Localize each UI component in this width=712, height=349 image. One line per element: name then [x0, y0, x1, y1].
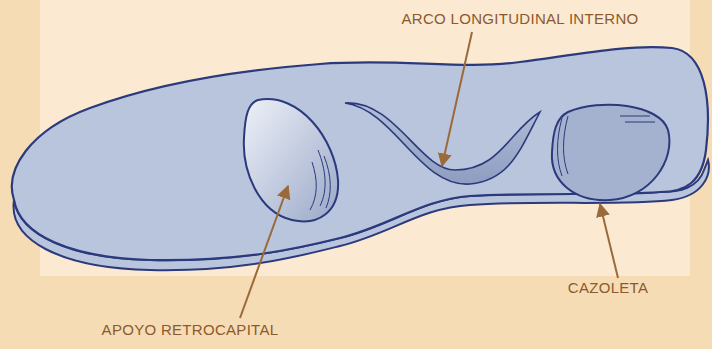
- part-label: APOYO RETROCAPITAL: [102, 322, 279, 339]
- heel-cup: [552, 105, 670, 200]
- leader-line: [240, 186, 288, 318]
- pad-hatching: [310, 150, 330, 210]
- heel-hatching: [558, 116, 656, 176]
- leader-line: [442, 32, 472, 166]
- leader-line: [600, 204, 618, 278]
- part-label: CAZOLETA: [568, 280, 648, 297]
- part-label: ARCO LONGITUDINAL INTERNO: [402, 11, 639, 28]
- insole-outline: [12, 47, 708, 260]
- arch-support: [345, 103, 540, 184]
- metatarsal-pad: [244, 99, 338, 221]
